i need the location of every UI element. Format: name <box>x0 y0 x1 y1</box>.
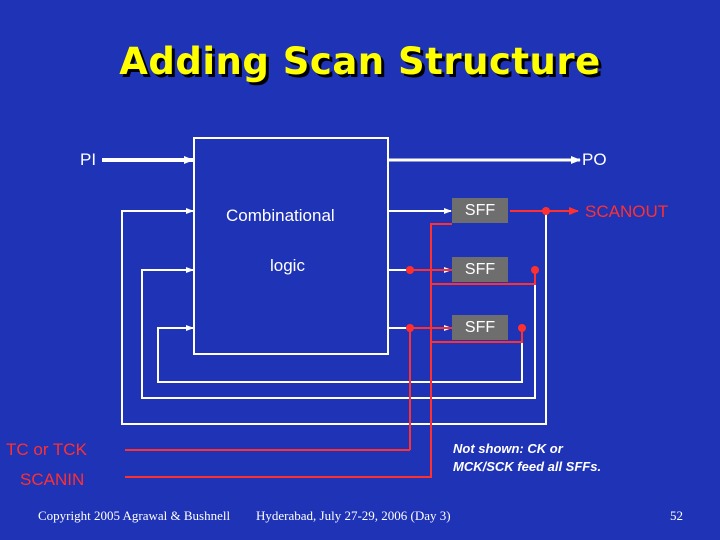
pi-label: PI <box>80 150 97 169</box>
sff-box-2: SFF <box>452 257 508 282</box>
scanin-label: SCANIN <box>20 470 85 489</box>
note-text: Not shown: CK or MCK/SCK feed all SFFs. <box>453 441 602 474</box>
combinational-label: Combinational <box>226 206 335 225</box>
scanin-wire <box>125 342 432 478</box>
sff-box-1: SFF <box>452 198 508 223</box>
sff-box-3: SFF <box>452 315 508 340</box>
slide-title: Adding Scan Structure <box>119 40 601 83</box>
footer-page-number: 52 <box>670 508 683 523</box>
combinational-logic-block <box>193 137 389 355</box>
junction-dot-scanout <box>542 207 550 215</box>
logic-label: logic <box>270 256 305 275</box>
footer-event: Hyderabad, July 27-29, 2006 (Day 3) <box>256 508 451 523</box>
feedback-loop-sff1 <box>121 208 547 425</box>
scanout-label: SCANOUT <box>585 202 669 221</box>
junction-dot-tc-sff2 <box>406 266 414 274</box>
po-label: PO <box>582 150 607 169</box>
feedback-loop-sff3 <box>157 325 523 383</box>
footer-copyright: Copyright 2005 Agrawal & Bushnell <box>38 508 231 523</box>
feedback-loop-sff2 <box>141 267 536 399</box>
junction-dot-sff2-out <box>531 266 539 274</box>
junction-dot-sff3-out <box>518 324 526 332</box>
tc-label: TC or TCK <box>6 440 87 459</box>
junction-dot-tc-sff3 <box>406 324 414 332</box>
